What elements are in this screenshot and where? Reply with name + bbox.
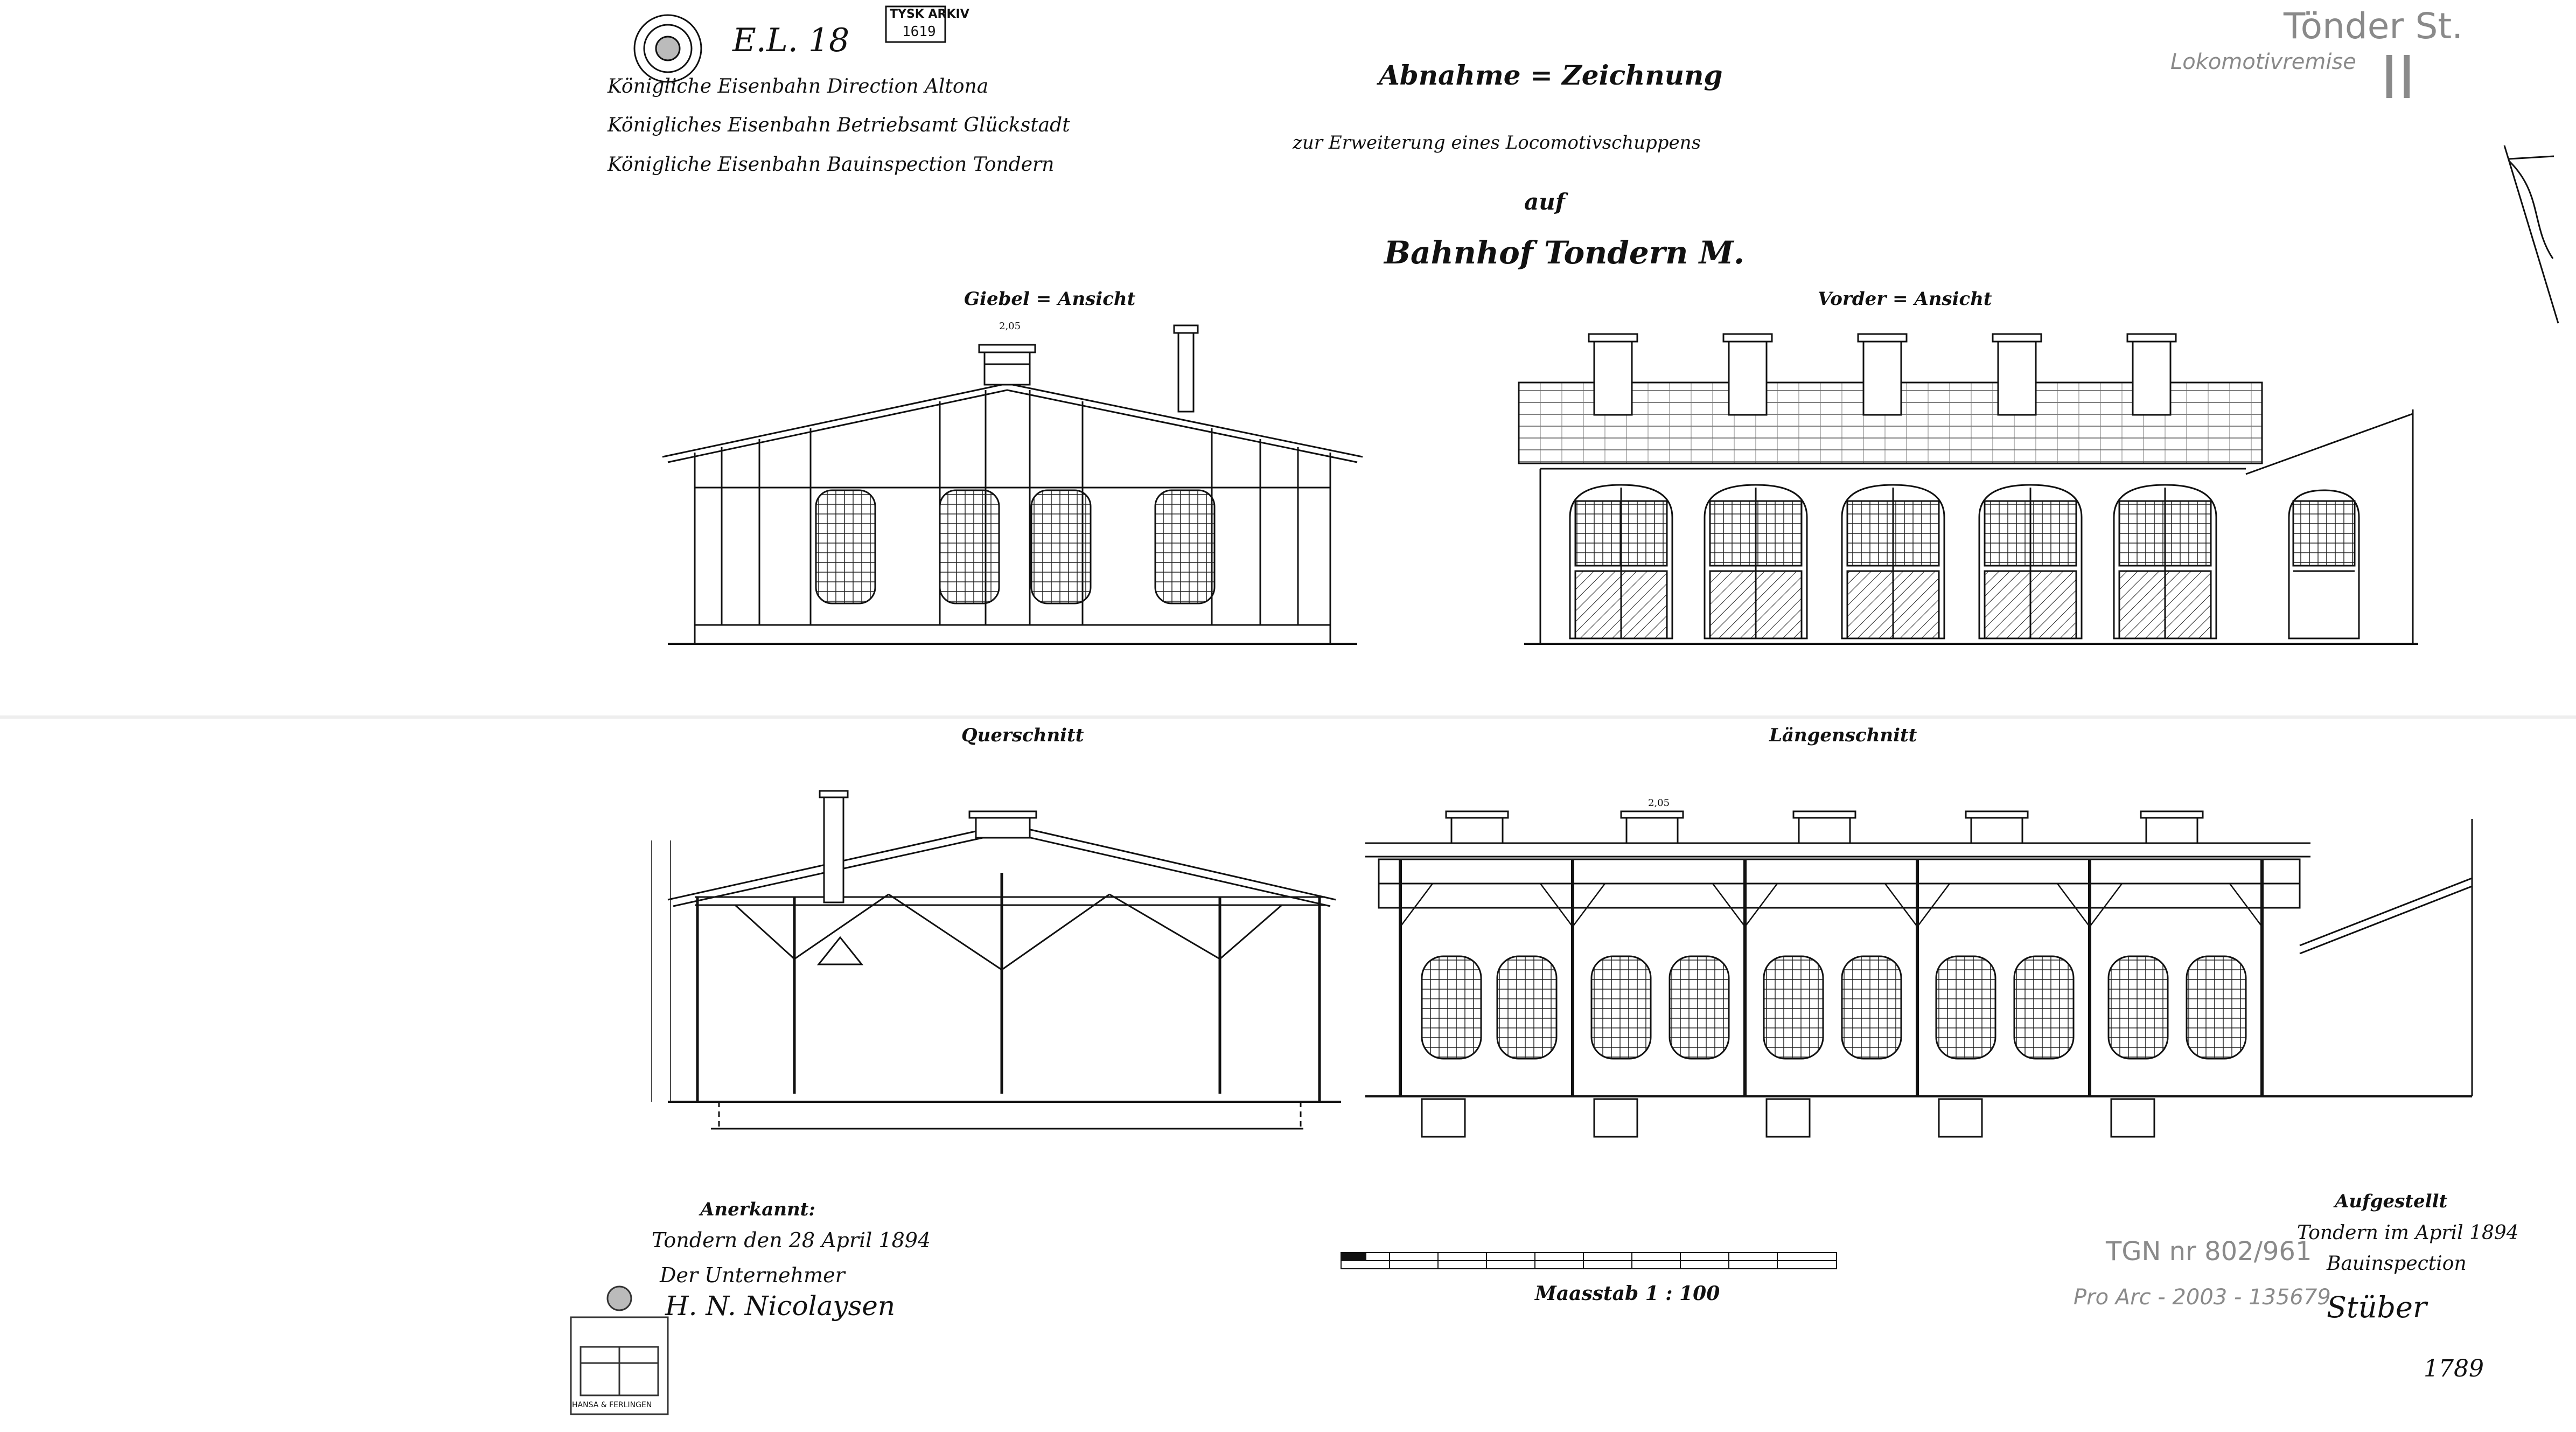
gable-elevation — [662, 324, 1363, 645]
prepared-role: Bauinspection — [2327, 1253, 2467, 1275]
dim-gable-vent-width: 2,05 — [999, 321, 1021, 332]
seal-label: HANSA & FERLINGEN — [572, 1401, 652, 1409]
long-section — [1365, 810, 2473, 1138]
archive-label: TYSK ARKIV — [890, 8, 969, 21]
prepared-signature: Stüber — [2327, 1290, 2427, 1324]
prepared-label: Aufgestellt — [2335, 1191, 2448, 1212]
drawing-station: Bahnhof Tondern M. — [1384, 234, 1745, 271]
pencil-station: Tönder St. — [2284, 5, 2463, 47]
archive-seal — [633, 14, 702, 83]
archive-stamp-box — [885, 5, 946, 43]
archive-number: 1619 — [902, 24, 936, 40]
header-bauinspection: Königliche Eisenbahn Bauinspection Tonde… — [608, 154, 1055, 176]
dim-long-vent-width: 2,05 — [1648, 797, 1670, 809]
prepared-place-date: Tondern im April 1894 — [2297, 1222, 2519, 1244]
pencil-roman-numeral: II — [2380, 43, 2416, 112]
ack-place-date: Tondern den 28 April 1894 — [652, 1228, 931, 1252]
drawing-title: Abnahme = Zeichnung — [1379, 59, 1723, 91]
drawing-auf: auf — [1524, 189, 1565, 215]
ack-signature: H. N. Nicolaysen — [665, 1290, 896, 1322]
margin-signature — [2503, 145, 2559, 324]
sheet-fold-line — [0, 715, 2576, 719]
label-long-section: Längenschnitt — [1769, 725, 1917, 746]
front-elevation — [1518, 333, 2418, 645]
label-gable-view: Giebel = Ansicht — [964, 288, 1136, 310]
ack-label: Anerkannt: — [700, 1199, 815, 1220]
file-code: E.L. 18 — [732, 22, 850, 59]
label-cross-section: Querschnitt — [961, 725, 1084, 746]
header-direction: Königliche Eisenbahn Direction Altona — [608, 75, 989, 98]
tgn-reference: TGN nr 802/961 — [2106, 1236, 2312, 1267]
sheet-number: 1789 — [2424, 1355, 2484, 1382]
label-front-view: Vorder = Ansicht — [1818, 288, 1992, 310]
drawing-subtitle: zur Erweiterung eines Locomotivschuppens — [1293, 132, 1701, 154]
maker-seal — [570, 1285, 669, 1415]
scale-bar — [1341, 1252, 1837, 1269]
pro-arc-reference: Pro Arc - 2003 - 135679 — [2074, 1285, 2331, 1310]
ack-role: Der Unternehmer — [660, 1263, 845, 1287]
cross-section — [651, 790, 1341, 1130]
pencil-lokomotivremise: Lokomotivremise — [2170, 50, 2356, 74]
scale-label: Maasstab 1 : 100 — [1535, 1282, 1720, 1305]
header-betriebsamt: Königliches Eisenbahn Betriebsamt Glücks… — [608, 114, 1070, 136]
